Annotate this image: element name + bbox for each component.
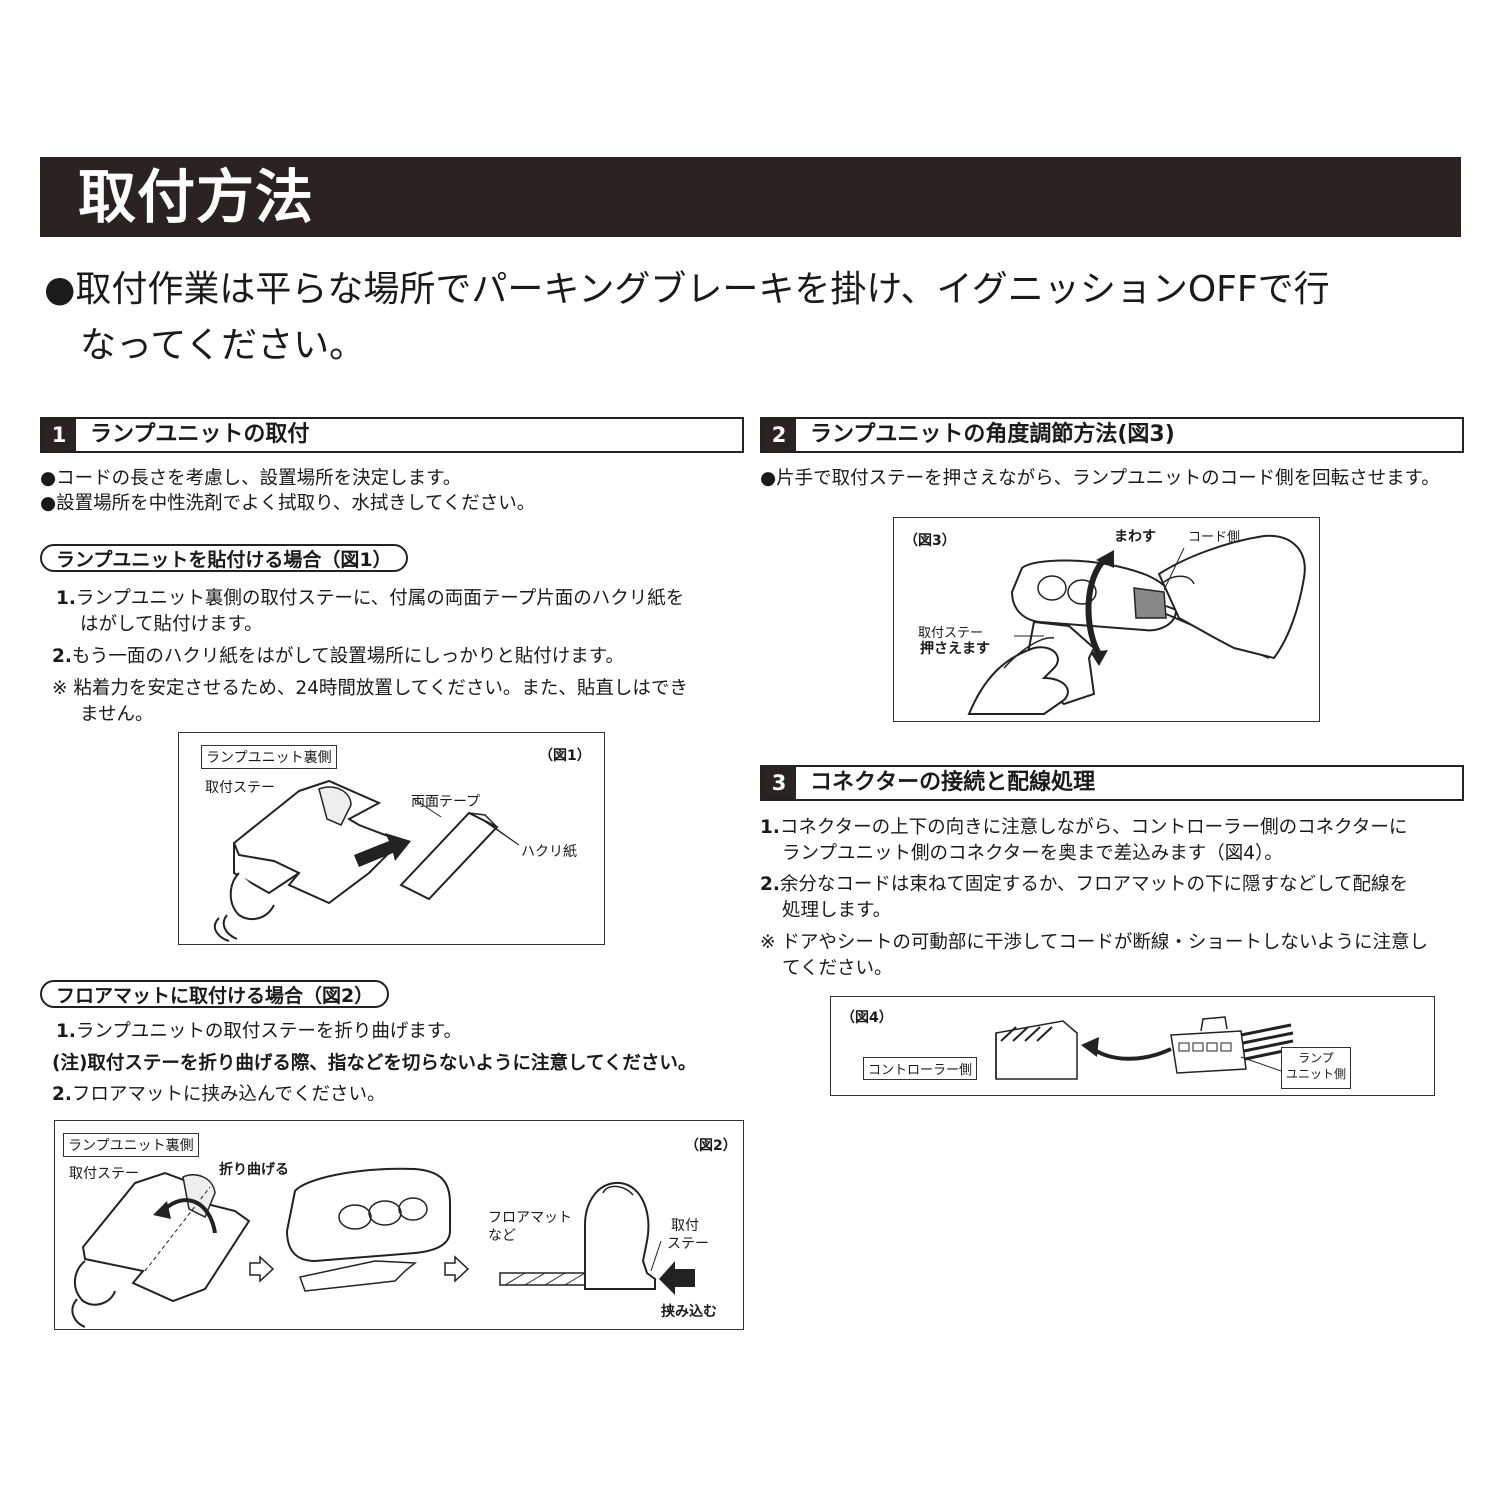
intro-line-2: なってください。 — [80, 325, 366, 366]
section-3-header: 3 コネクターの接続と配線処理 — [760, 765, 1464, 801]
section-1-bullet-1: ●コードの長さを考慮し、設置場所を決定します。 — [40, 468, 462, 489]
figure-3-stay-label: 取付ステー — [918, 626, 984, 641]
figure-4-lamp-label-1: ランプ — [1298, 1051, 1334, 1065]
section-3-step-2-text: 余分なコードは束ねて固定するか、フロアマットの下に隠すなどして配線を — [779, 874, 1408, 895]
figure-1-peel-label: ハクリ紙 — [521, 844, 577, 860]
section-2-header: 2 ランプユニットの角度調節方法(図3) — [760, 417, 1464, 453]
figure-3: （図3） まわす コード側 取付ステー 押さえます — [893, 517, 1320, 722]
figure-2-mat-label-2: など — [488, 1228, 516, 1244]
figure-2-stay2-label-2: ステー — [667, 1236, 709, 1252]
figure-2: ランプユニット裏側 （図2） 取付ステー 折り曲げる フロアマット など 取付 … — [54, 1120, 744, 1330]
case-1-note-cont: ません。 — [80, 704, 154, 725]
figure-3-hold-label: 押さえます — [920, 641, 990, 657]
section-3-title: コネクターの接続と配線処理 — [810, 770, 1096, 795]
section-2-bullet: ●片手で取付ステーを押さえながら、ランプユニットのコード側を回転させます。 — [760, 468, 1440, 489]
section-1-header: 1 ランプユニットの取付 — [40, 417, 744, 453]
section-1-title: ランプユニットの取付 — [90, 422, 310, 447]
figure-2-bend-label: 折り曲げる — [219, 1162, 289, 1178]
figure-4-label: （図4） — [841, 1010, 893, 1026]
case-1-step-1-text: ランプユニット裏側の取付ステーに、付属の両面テープ片面のハクリ紙を — [75, 588, 685, 609]
section-3-note: ※ ドアやシートの可動部に干渉してコードが断線・ショートしないように注意し — [760, 932, 1428, 953]
figure-2-stay-label: 取付ステー — [69, 1166, 139, 1182]
figure-1-label: （図1） — [539, 748, 591, 764]
figure-4-lamp-label: ランプ ユニット側 — [1281, 1047, 1351, 1089]
figure-4-controller-label: コントローラー側 — [863, 1057, 978, 1080]
section-2-title: ランプユニットの角度調節方法(図3) — [810, 422, 1175, 447]
figure-2-mat-label: フロアマット — [488, 1210, 572, 1226]
figure-3-rotate-label: まわす — [1114, 529, 1156, 545]
figure-4-lamp-label-2: ユニット側 — [1285, 1067, 1346, 1081]
case-2-step-2-text: フロアマットに挟み込んでください。 — [71, 1084, 386, 1105]
figure-4: （図4） コントローラー側 ランプ ユニット側 — [830, 996, 1435, 1096]
figure-1-tape-label: 両面テープ — [411, 794, 481, 810]
case-1-step-1-number: 1. — [56, 588, 76, 609]
section-3-note-cont: てください。 — [782, 958, 893, 979]
title-bar — [40, 157, 1461, 237]
case-2-pill: フロアマットに取付ける場合（図2） — [40, 980, 390, 1008]
figure-2-tag: ランプユニット裏側 — [63, 1133, 199, 1157]
section-3-step-1-number: 1. — [760, 817, 780, 838]
case-1-step-2-text: もう一面のハクリ紙をはがして設置場所にしっかりと貼付けます。 — [71, 646, 624, 667]
section-3-step-1-text: コネクターの上下の向きに注意しながら、コントローラー側のコネクターに — [779, 817, 1408, 838]
figure-3-label: （図3） — [904, 533, 956, 549]
intro-line-1: ●取付作業は平らな場所でパーキングブレーキを掛け、イグニッションOFFで行 — [44, 269, 1330, 310]
page-title: 取付方法 — [78, 163, 315, 231]
figure-1-stay-label: 取付ステー — [205, 780, 275, 796]
case-2-step-1-text: ランプユニットの取付ステーを折り曲げます。 — [75, 1021, 463, 1042]
figure-3-illustration — [967, 534, 1306, 715]
section-3-step-1-cont: ランプユニット側のコネクターを奥まで差込みます（図4）。 — [782, 843, 1283, 864]
case-1-note: ※ 粘着力を安定させるため、24時間放置してください。また、貼直しはでき — [52, 678, 688, 699]
figure-2-insert-label: 挟み込む — [661, 1304, 717, 1320]
case-1-step-2-number: 2. — [52, 646, 72, 667]
figure-2-stay2-label: 取付 — [671, 1218, 699, 1234]
section-1-number: 1 — [42, 419, 76, 451]
figure-1: ランプユニット裏側 （図1） 取付ステー 両面テープ ハクリ紙 — [178, 732, 605, 945]
figure-2-label: （図2） — [685, 1138, 737, 1154]
figure-3-cord-side-label: コード側 — [1188, 530, 1241, 545]
section-3-step-2-number: 2. — [760, 874, 780, 895]
case-2-step-1-number: 1. — [56, 1021, 76, 1042]
case-1-step-1-cont: はがして貼付けます。 — [80, 614, 263, 635]
case-1-pill: ランプユニットを貼付ける場合（図1） — [40, 544, 408, 572]
case-2-step-2-number: 2. — [52, 1084, 72, 1105]
figure-1-illustration — [213, 779, 520, 942]
figure-1-tag: ランプユニット裏側 — [201, 745, 337, 769]
section-2-number: 2 — [762, 419, 796, 451]
section-3-number: 3 — [762, 767, 796, 799]
section-3-step-2-cont: 処理します。 — [782, 900, 892, 921]
case-2-caution: (注)取付ステーを折り曲げる際、指などを切らないように注意してください。 — [52, 1053, 697, 1074]
figure-2-illustration — [71, 1167, 695, 1328]
figure-4-illustration — [995, 1016, 1294, 1080]
section-1-bullet-2: ●設置場所を中性洗剤でよく拭取り、水拭きしてください。 — [40, 493, 536, 514]
